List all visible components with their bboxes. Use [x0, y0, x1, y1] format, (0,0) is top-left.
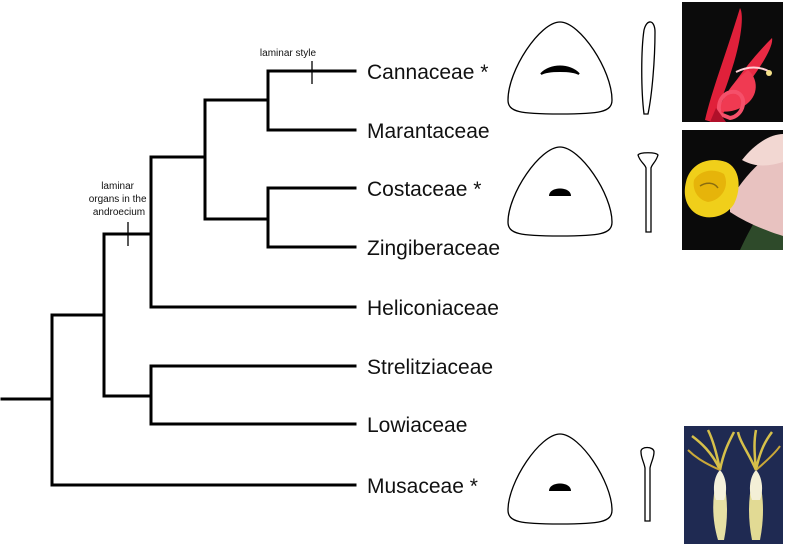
laminar-organs-line-3: androecium: [93, 207, 145, 218]
phylogenetic-tree: [0, 69, 357, 487]
terete-style-section-musa: [549, 483, 571, 491]
style-outline-costaceae: [637, 152, 659, 233]
style-outline-musaceae: [640, 446, 655, 522]
taxon-label-musaceae: Musaceae *: [367, 475, 478, 498]
cannaceae-flower-photo: [682, 2, 783, 122]
laminar-organs-label: laminar organs in the androecium: [89, 181, 150, 218]
costaceae-flower-photo: [682, 130, 783, 250]
taxon-label-strelitziaceae: Strelitziaceae: [367, 356, 493, 379]
taxon-label-lowiaceae: Lowiaceae: [367, 414, 467, 437]
terete-style-section: [549, 188, 571, 196]
laminar-organs-line-1: laminar: [101, 181, 134, 192]
laminar-style-section: [540, 65, 580, 75]
laminar-style-label: laminar style: [260, 48, 317, 59]
taxon-label-marantaceae: Marantaceae: [367, 120, 490, 143]
cross-section-costaceae: [507, 146, 613, 237]
taxon-label-heliconiaceae: Heliconiaceae: [367, 297, 499, 320]
cross-section-cannaceae: [507, 21, 613, 115]
taxon-label-zingiberaceae: Zingiberaceae: [367, 237, 500, 260]
taxon-label-cannaceae: Cannaceae *: [367, 61, 488, 84]
taxon-labels: Cannaceae * Marantaceae Costaceae * Zing…: [367, 61, 500, 498]
laminar-organs-line-2: organs in the: [89, 194, 147, 205]
cross-section-musaceae: [507, 433, 613, 525]
taxon-label-costaceae: Costaceae *: [367, 178, 481, 201]
musaceae-flower-photo: [684, 426, 783, 544]
style-outline-cannaceae: [641, 21, 656, 115]
